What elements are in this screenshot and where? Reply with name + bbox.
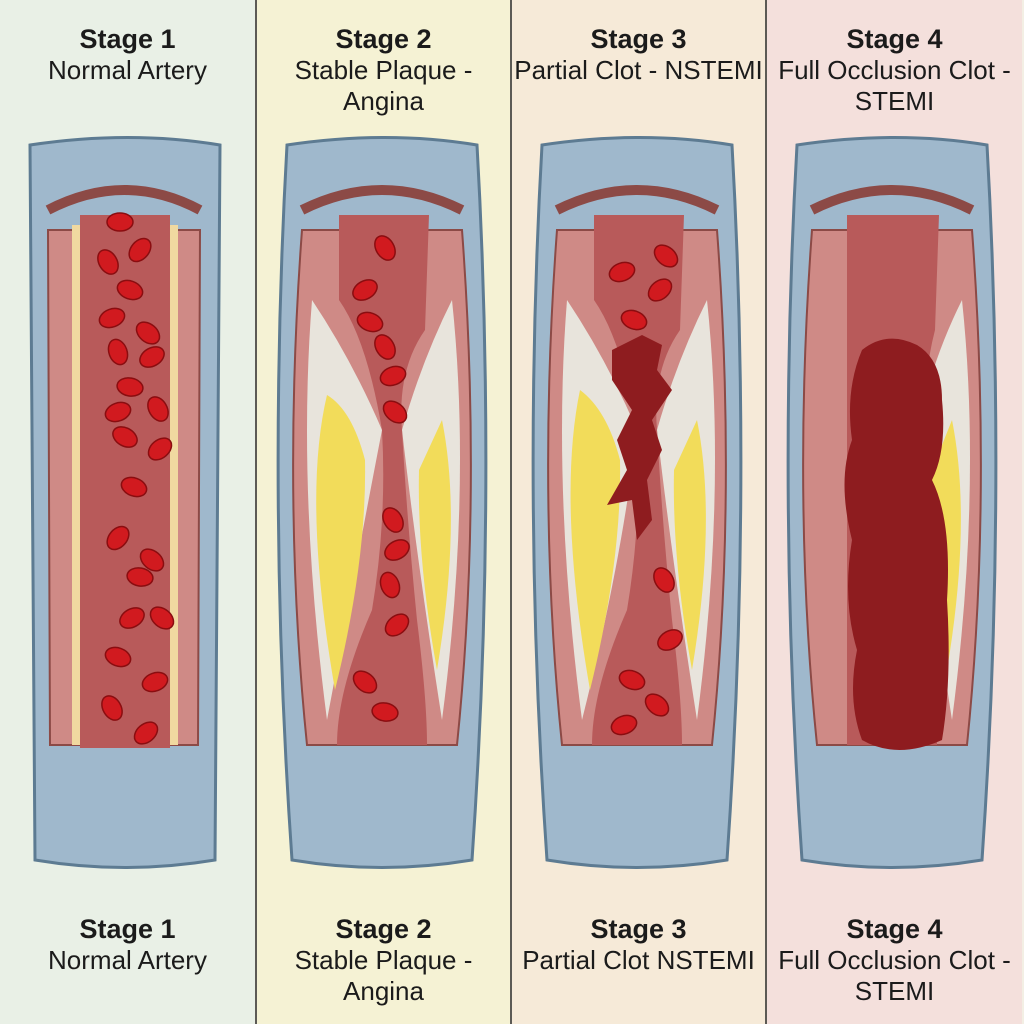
red-blood-cell (106, 212, 134, 232)
red-blood-cell (120, 476, 148, 498)
red-blood-cells (352, 235, 410, 722)
red-blood-cell (97, 249, 119, 275)
red-blood-cell (112, 426, 138, 448)
plaque-right (418, 420, 451, 670)
normal-artery-illustration (28, 136, 222, 869)
plaque-left (570, 390, 621, 690)
red-blood-cell (128, 237, 152, 263)
red-blood-cell (147, 437, 173, 461)
top-caption-stage-4: Stage 4 Full Occlusion Clot - STEMI (767, 24, 1022, 117)
red-blood-cell (104, 401, 132, 423)
red-blood-cell (139, 548, 165, 572)
stage-description: Normal Artery (48, 55, 207, 85)
bottom-caption-stage-2: Stage 2 Stable Plaque - Angina (257, 914, 510, 1007)
partial-clot-illustration (531, 136, 743, 869)
red-blood-cell (644, 693, 670, 717)
red-blood-cell (141, 671, 169, 693)
red-blood-cell (356, 311, 384, 333)
stage-title: Stage 2 (335, 914, 432, 944)
red-blood-cell (139, 346, 165, 368)
top-caption-stage-1: Stage 1 Normal Artery (0, 24, 255, 86)
red-blood-cell (382, 400, 408, 424)
red-blood-cell (382, 507, 404, 533)
stage-description: Partial Clot NSTEMI (522, 945, 755, 975)
plaque-left (316, 395, 366, 690)
stage-title: Stage 4 (846, 914, 943, 944)
bottom-caption-stage-4: Stage 4 Full Occlusion Clot - STEMI (767, 914, 1022, 1007)
bottom-caption-stage-1: Stage 1 Normal Artery (0, 914, 255, 976)
red-blood-cell (107, 338, 129, 366)
red-blood-cell (374, 235, 396, 261)
full-occlusion-illustration (786, 136, 998, 869)
occluding-clot (844, 338, 949, 750)
stage-description: Stable Plaque - Angina (294, 55, 473, 116)
red-blood-cell (147, 396, 169, 422)
stage-title: Stage 1 (79, 914, 176, 944)
red-blood-cell (116, 377, 144, 397)
red-blood-cell (104, 646, 132, 668)
red-blood-cell (135, 321, 161, 345)
red-blood-cell (101, 695, 123, 721)
red-blood-cell (384, 613, 410, 637)
red-blood-cell (352, 279, 378, 301)
panel-stage-4: Stage 4 Full Occlusion Clot - STEMI Stag… (765, 0, 1022, 1024)
red-blood-cell (106, 525, 130, 551)
top-caption-stage-2: Stage 2 Stable Plaque - Angina (257, 24, 510, 117)
stage-title: Stage 2 (335, 24, 432, 54)
red-blood-cell (116, 279, 144, 301)
stage-description: Partial Clot - NSTEMI (514, 55, 763, 85)
stage-title: Stage 3 (590, 914, 687, 944)
panel-stage-1: Stage 1 Normal Artery Stage 1 Normal Art… (0, 0, 255, 1024)
red-blood-cell (653, 567, 675, 593)
red-blood-cells (97, 212, 175, 745)
stage-title: Stage 1 (79, 24, 176, 54)
stage-title: Stage 4 (846, 24, 943, 54)
bottom-caption-stage-3: Stage 3 Partial Clot NSTEMI (512, 914, 765, 976)
stage-description: Full Occlusion Clot - STEMI (778, 945, 1011, 1006)
red-blood-cell (657, 629, 683, 651)
stable-plaque-illustration (276, 136, 488, 869)
red-blood-cell (352, 670, 378, 694)
red-blood-cell (374, 334, 396, 360)
red-blood-cell (647, 278, 673, 302)
top-caption-stage-3: Stage 3 Partial Clot - NSTEMI (512, 24, 765, 86)
red-blood-cell (384, 539, 410, 561)
stage-title: Stage 3 (590, 24, 687, 54)
red-blood-cell (618, 669, 646, 691)
plaque-right (673, 420, 706, 670)
red-blood-cell (379, 365, 407, 387)
red-blood-cell (371, 702, 399, 722)
red-blood-cell (653, 244, 679, 268)
red-blood-cell (608, 261, 636, 283)
red-blood-cell (133, 721, 159, 745)
red-blood-cell (119, 607, 145, 629)
partial-clot (607, 335, 672, 540)
stage-description: Full Occlusion Clot - STEMI (778, 55, 1011, 116)
red-blood-cell (149, 606, 175, 630)
red-blood-cell (379, 571, 401, 599)
panel-stage-3: Stage 3 Partial Clot - NSTEMI Stage 3 Pa… (510, 0, 765, 1024)
red-blood-cells (608, 244, 683, 736)
panel-stage-2: Stage 2 Stable Plaque - Angina Stage 2 S… (255, 0, 510, 1024)
red-blood-cell (98, 307, 126, 329)
lumen (337, 215, 429, 745)
stage-description: Stable Plaque - Angina (294, 945, 473, 1006)
red-blood-cell (126, 567, 154, 587)
red-blood-cell (620, 309, 648, 331)
stage-description: Normal Artery (48, 945, 207, 975)
red-blood-cell (610, 714, 638, 736)
